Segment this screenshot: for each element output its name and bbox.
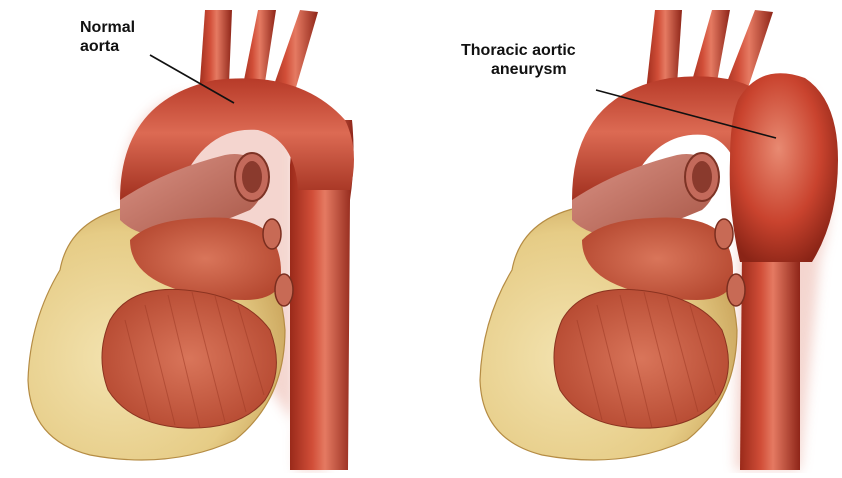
aneurysm-label-line-1: Thoracic aortic	[461, 41, 576, 60]
normal-aorta-label-line-2: aorta	[80, 37, 135, 56]
aneurysm-label-line-2: aneurysm	[461, 60, 576, 79]
aneurysm-label: Thoracic aortic aneurysm	[461, 41, 576, 79]
normal-aorta-label-line-1: Normal	[80, 18, 135, 37]
normal-aorta-label: Normal aorta	[80, 18, 135, 56]
aneurysm-vein-opening-1	[715, 219, 733, 249]
normal-aorta-panel	[28, 10, 354, 470]
normal-ventricle-muscle	[102, 289, 276, 428]
aneurysm-vein-opening-2	[727, 274, 745, 306]
aneurysm-pulmonary-lumen	[692, 161, 712, 193]
aneurysm-descending-aorta	[740, 250, 800, 470]
aneurysm-bulge	[730, 73, 838, 262]
normal-vein-opening-1	[263, 219, 281, 249]
normal-vein-opening-2	[275, 274, 293, 306]
aneurysm-ventricle-muscle	[554, 289, 728, 428]
normal-pulmonary-lumen	[242, 161, 262, 193]
aneurysm-panel	[480, 10, 838, 470]
